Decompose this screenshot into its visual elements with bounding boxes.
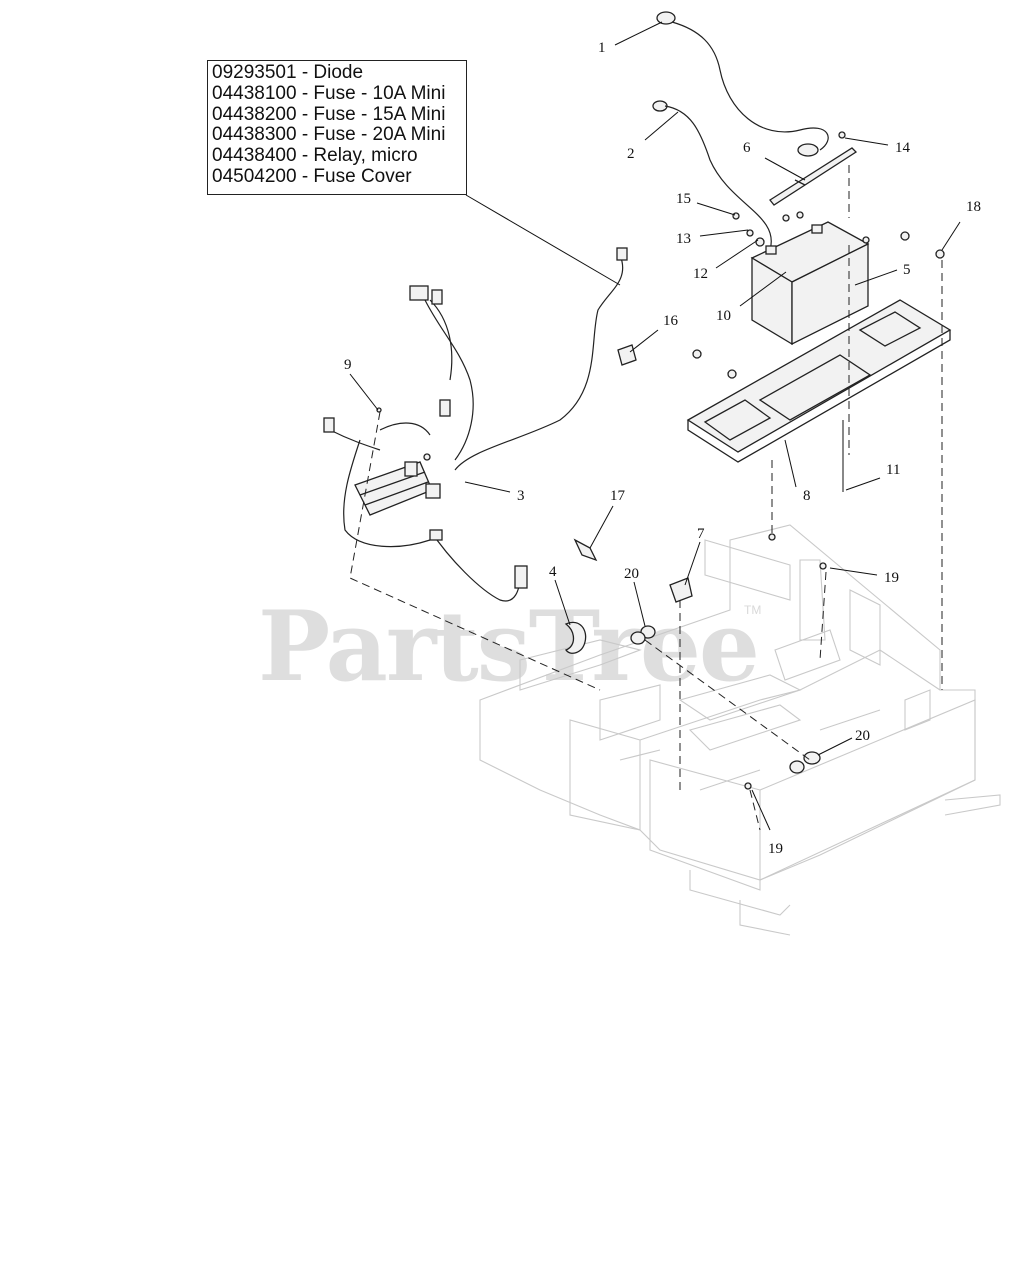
callout-20-top: 20: [624, 566, 639, 582]
callout-10: 10: [716, 308, 731, 324]
assembly-lines: [349, 165, 943, 831]
callout-19-top: 19: [884, 570, 899, 586]
battery-hold-down-rod: [769, 147, 858, 206]
callout-19-bottom: 19: [768, 841, 783, 857]
callout-14: 14: [895, 140, 911, 156]
legend-line-fuse-cover: 04504200 - Fuse Cover: [212, 165, 412, 187]
legend-line-diode: 09293501 - Diode: [212, 62, 364, 83]
battery-cable-negative: [652, 100, 772, 251]
legend-leader: [465, 194, 621, 286]
battery: [750, 221, 870, 346]
callout-13: 13: [676, 231, 691, 247]
callout-20-bottom: 20: [855, 728, 870, 744]
parts-legend: 09293501 - Diode 04438100 - Fuse - 10A M…: [207, 60, 467, 195]
callout-15: 15: [676, 191, 691, 207]
legend-line-fuse-15a: 04438200 - Fuse - 15A Mini: [212, 103, 446, 125]
frame-chassis: [479, 524, 1001, 936]
watermark: PartsTree: [258, 590, 758, 703]
legend-line-fuse-20a: 04438300 - Fuse - 20A Mini: [212, 124, 446, 146]
callout-2: 2: [627, 146, 635, 162]
callout-labels: 1 2 6 14 15 13 12 10 5 18 16 9 3 8 11 17…: [344, 40, 981, 857]
callout-5: 5: [903, 262, 911, 278]
wire-harness: [323, 247, 628, 602]
small-hardware: [376, 131, 945, 790]
callout-3: 3: [517, 488, 525, 504]
callout-9: 9: [344, 357, 352, 373]
callout-4: 4: [549, 564, 557, 580]
callout-12: 12: [693, 266, 708, 282]
callout-18: 18: [966, 199, 981, 215]
callout-leaders: [349, 21, 961, 831]
callout-1: 1: [598, 40, 606, 56]
callout-8: 8: [803, 488, 811, 504]
callout-7: 7: [697, 526, 705, 542]
legend-line-fuse-10a: 04438100 - Fuse - 10A Mini: [212, 82, 446, 104]
callout-6: 6: [743, 140, 751, 156]
battery-cable-positive: [656, 11, 829, 157]
battery-tray: [686, 299, 952, 463]
callout-16: 16: [663, 313, 679, 329]
legend-line-relay: 04438400 - Relay, micro: [212, 145, 418, 167]
callout-11: 11: [886, 462, 900, 478]
watermark-tm: TM: [744, 603, 761, 617]
callout-17: 17: [610, 488, 626, 504]
